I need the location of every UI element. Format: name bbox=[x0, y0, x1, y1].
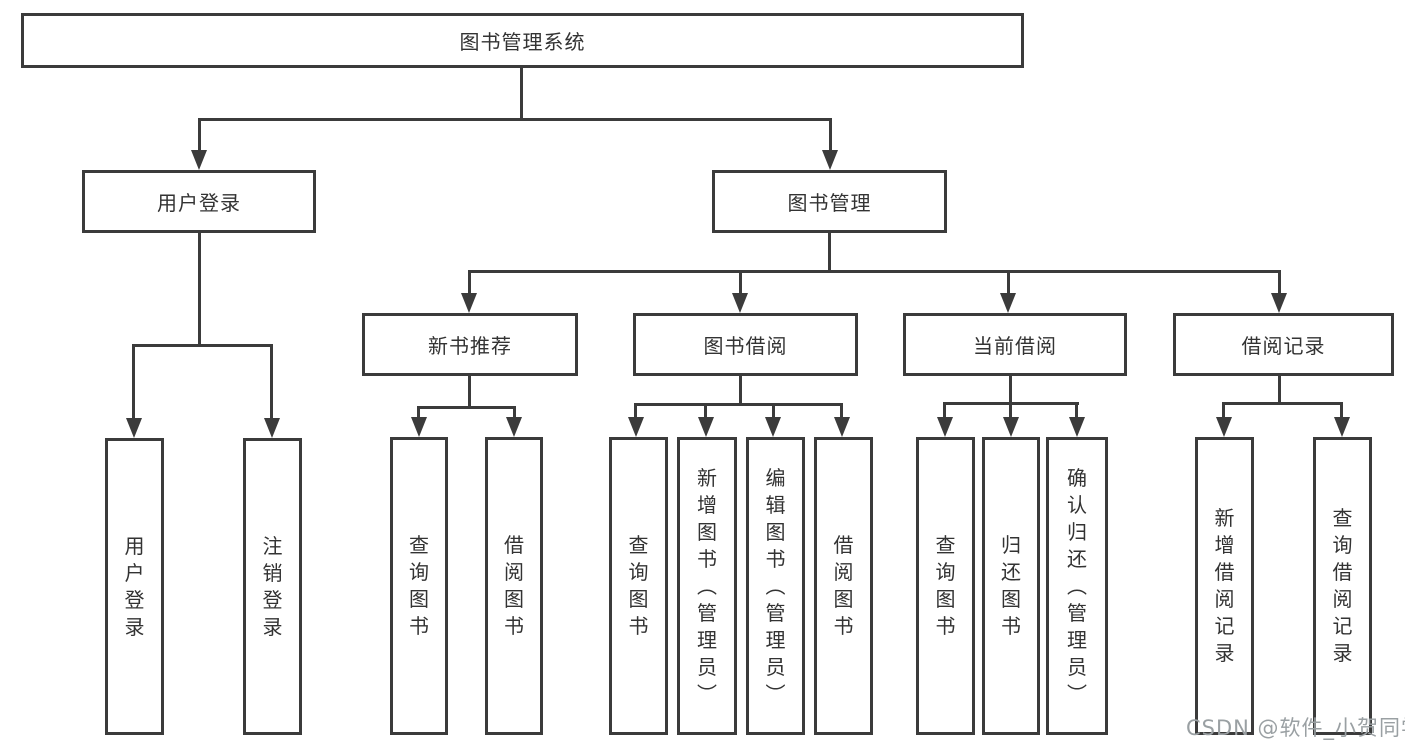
leaf-label: 新增图书︵管理员︶ bbox=[697, 465, 717, 706]
arrowhead-icon bbox=[1069, 417, 1085, 437]
leaf-label: 新增借阅记录 bbox=[1214, 506, 1235, 665]
leaf-label: 查询图书 bbox=[409, 533, 429, 638]
connector-line bbox=[1340, 402, 1343, 419]
connector-line bbox=[1222, 402, 1225, 419]
arrowhead-icon bbox=[126, 418, 142, 438]
arrowhead-icon bbox=[1000, 293, 1016, 313]
node-leaf-borrow-books-recommend: 借阅图书 bbox=[485, 437, 543, 735]
node-label: 新书推荐 bbox=[428, 334, 512, 358]
node-leaf-query-books-recommend: 查询图书 bbox=[390, 437, 448, 735]
connector-line bbox=[1278, 376, 1281, 404]
node-leaf-query-books-borrow: 查询图书 bbox=[609, 437, 668, 735]
connector-line bbox=[132, 344, 135, 422]
node-borrowing-records: 借阅记录 bbox=[1173, 313, 1394, 376]
connector-line bbox=[468, 376, 471, 408]
connector-line bbox=[943, 402, 946, 419]
leaf-label: 归还图书 bbox=[1001, 533, 1021, 638]
arrowhead-icon bbox=[506, 417, 522, 437]
node-leaf-logout: 注销登录 bbox=[243, 438, 302, 735]
node-label: 当前借阅 bbox=[973, 334, 1057, 358]
connector-line bbox=[1222, 402, 1343, 405]
arrowhead-icon bbox=[1003, 417, 1019, 437]
connector-line bbox=[270, 344, 273, 422]
connector-line bbox=[739, 376, 742, 405]
node-leaf-confirm-return-admin: 确认归还︵管理员︶ bbox=[1046, 437, 1108, 735]
connector-line bbox=[829, 118, 832, 154]
node-label: 借阅记录 bbox=[1241, 334, 1326, 358]
connector-line bbox=[772, 403, 775, 419]
arrowhead-icon bbox=[411, 417, 427, 437]
node-book-borrowing: 图书借阅 bbox=[633, 313, 858, 376]
connector-line bbox=[198, 233, 201, 347]
connector-line bbox=[704, 403, 707, 419]
connector-line bbox=[1007, 270, 1010, 296]
connector-line bbox=[840, 403, 843, 419]
arrowhead-icon bbox=[698, 417, 714, 437]
node-leaf-add-book-admin: 新增图书︵管理员︶ bbox=[677, 437, 737, 735]
node-leaf-user-login: 用户登录 bbox=[105, 438, 164, 735]
connector-line bbox=[1075, 402, 1078, 419]
node-leaf-query-books-current: 查询图书 bbox=[916, 437, 975, 735]
node-leaf-edit-book-admin: 编辑图书︵管理员︶ bbox=[746, 437, 805, 735]
leaf-label: 查询借阅记录 bbox=[1332, 506, 1353, 665]
arrowhead-icon bbox=[1216, 417, 1232, 437]
arrowhead-icon bbox=[1271, 293, 1287, 313]
connector-line bbox=[198, 118, 201, 154]
connector-line bbox=[520, 68, 523, 121]
node-new-book-recommend: 新书推荐 bbox=[362, 313, 578, 376]
connector-line bbox=[417, 406, 516, 409]
leaf-label: 查询图书 bbox=[628, 533, 649, 638]
arrowhead-icon bbox=[264, 418, 280, 438]
node-label: 图书借阅 bbox=[703, 334, 788, 358]
connector-line bbox=[132, 344, 273, 347]
connector-line bbox=[468, 270, 1281, 273]
arrowhead-icon bbox=[765, 417, 781, 437]
connector-line bbox=[1009, 402, 1012, 419]
arrowhead-icon bbox=[937, 417, 953, 437]
node-leaf-return-book: 归还图书 bbox=[982, 437, 1040, 735]
arrowhead-icon bbox=[822, 150, 838, 170]
connector-line bbox=[513, 406, 516, 419]
leaf-label: 借阅图书 bbox=[504, 533, 524, 638]
leaf-label: 借阅图书 bbox=[833, 533, 854, 638]
node-label: 图书管理系统 bbox=[459, 30, 586, 54]
connector-line bbox=[739, 270, 742, 296]
arrowhead-icon bbox=[1334, 417, 1350, 437]
connector-line bbox=[634, 403, 637, 419]
csdn-watermark: CSDN @软件_小贺同学 bbox=[1186, 716, 1405, 740]
node-user-login: 用户登录 bbox=[82, 170, 316, 233]
leaf-label: 编辑图书︵管理员︶ bbox=[765, 465, 786, 706]
node-label: 用户登录 bbox=[157, 191, 241, 215]
leaf-label: 确认归还︵管理员︶ bbox=[1067, 465, 1087, 706]
connector-line bbox=[468, 270, 471, 296]
arrowhead-icon bbox=[191, 150, 207, 170]
connector-line bbox=[417, 406, 420, 419]
node-leaf-borrow-books: 借阅图书 bbox=[814, 437, 873, 735]
node-root-system: 图书管理系统 bbox=[21, 13, 1024, 68]
node-leaf-query-borrow-record: 查询借阅记录 bbox=[1313, 437, 1372, 735]
node-current-borrowing: 当前借阅 bbox=[903, 313, 1127, 376]
arrowhead-icon bbox=[732, 293, 748, 313]
node-leaf-add-borrow-record: 新增借阅记录 bbox=[1195, 437, 1254, 735]
leaf-label: 用户登录 bbox=[124, 533, 145, 639]
leaf-label: 查询图书 bbox=[935, 533, 956, 638]
arrowhead-icon bbox=[461, 293, 477, 313]
connector-line bbox=[198, 118, 832, 121]
connector-line bbox=[1009, 376, 1012, 404]
node-label: 图书管理 bbox=[787, 191, 872, 215]
arrowhead-icon bbox=[628, 417, 644, 437]
connector-line bbox=[634, 403, 843, 406]
connector-line bbox=[1278, 270, 1281, 296]
node-book-management: 图书管理 bbox=[712, 170, 947, 233]
connector-line bbox=[828, 233, 831, 273]
leaf-label: 注销登录 bbox=[262, 533, 283, 639]
arrowhead-icon bbox=[834, 417, 850, 437]
